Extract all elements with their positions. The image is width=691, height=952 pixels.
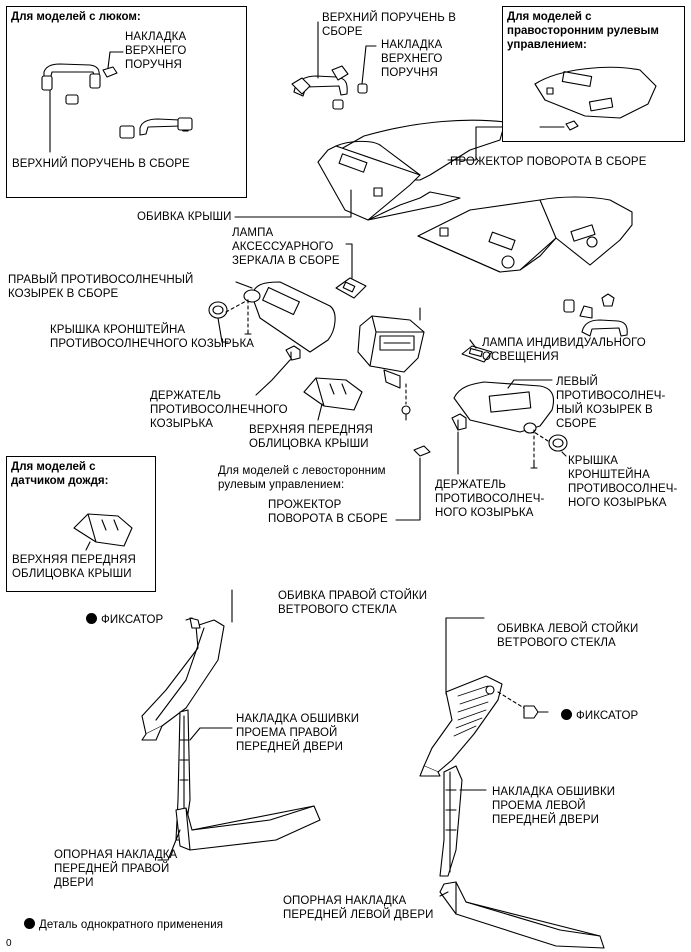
headliner-illustration bbox=[317, 119, 633, 273]
label-top-grip-cover: НАКЛАДКА ВЕРХНЕГО ПОРУЧНЯ bbox=[381, 39, 443, 79]
label-visor-holder-l: ДЕРЖАТЕЛЬ ПРОТИВОСОЛНЕЧ- НОГО КОЗЫРЬКА bbox=[435, 479, 545, 519]
visor-holder-l-illustration bbox=[451, 413, 467, 431]
vanity-lamp-illustration bbox=[335, 277, 367, 299]
label-clip-l-text: ФИКСАТОР bbox=[576, 710, 639, 722]
single-use-dot-icon bbox=[561, 709, 572, 720]
left-grip-illustration bbox=[563, 293, 628, 337]
right-visor-illustration bbox=[243, 281, 336, 353]
single-use-dot-icon bbox=[24, 918, 35, 929]
visor-bracket-cover-illustration bbox=[208, 299, 249, 319]
left-visor-illustration bbox=[453, 381, 555, 469]
top-grip-illustration bbox=[291, 65, 368, 110]
personal-lamp-assembly-illustration bbox=[357, 315, 425, 421]
label-left-scuff: ОПОРНАЯ НАКЛАДКА ПЕРЕДНЕЙ ЛЕВОЙ ДВЕРИ bbox=[283, 895, 434, 921]
label-clip-r: ФИКСАТОР bbox=[86, 613, 163, 627]
label-vanity-lamp: ЛАМПА АКСЕССУАРНОГО ЗЕРКАЛА В СБОРЕ bbox=[232, 227, 340, 267]
personal-lamp-illustration bbox=[461, 345, 493, 363]
left-pillar-illustration bbox=[419, 675, 503, 777]
label-visor-holder-r: ДЕРЖАТЕЛЬ ПРОТИВОСОЛНЕЧНОГО КОЗЫРЬКА bbox=[150, 390, 288, 430]
label-left-door-trim: НАКЛАДКА ОБШИВКИ ПРОЕМА ЛЕВОЙ ПЕРЕДНЕЙ Д… bbox=[492, 786, 616, 826]
rhd-models-box: Для моделей с правосторонним рулевым упр… bbox=[502, 6, 685, 142]
label-spot-lamp-lhd: ПРОЖЕКТОР ПОВОРОТА В СБОРЕ bbox=[268, 499, 388, 525]
label-sunroof-grip: ВЕРХНИЙ ПОРУЧЕНЬ В СБОРЕ bbox=[12, 158, 190, 170]
single-use-dot-icon bbox=[86, 613, 97, 624]
label-visor-cover-l: КРЫШКА КРОНШТЕЙНА ПРОТИВОСОЛНЕЧ- НОГО КО… bbox=[568, 455, 678, 509]
label-personal-lamp: ЛАМПА ИНДИВИДУАЛЬНОГО ОСВЕЩЕНИЯ bbox=[482, 337, 646, 363]
label-top-grip: ВЕРХНИЙ ПОРУЧЕНЬ В СБОРЕ bbox=[322, 12, 456, 38]
label-clip-l: ФИКСАТОР bbox=[561, 709, 638, 723]
label-rain-trim: ВЕРХНЯЯ ПЕРЕДНЯЯ ОБЛИЦОВКА КРЫШИ bbox=[12, 554, 136, 580]
label-right-pillar: ОБИВКА ПРАВОЙ СТОЙКИ ВЕТРОВОГО СТЕКЛА bbox=[278, 590, 428, 616]
spot-lamp-lhd-illustration bbox=[413, 445, 431, 457]
label-right-scuff: ОПОРНАЯ НАКЛАДКА ПЕРЕДНЕЙ ПРАВОЙ ДВЕРИ bbox=[54, 849, 178, 889]
rain-box-title: Для моделей с датчиком дождя: bbox=[11, 461, 109, 487]
label-left-pillar: ОБИВКА ЛЕВОЙ СТОЙКИ ВЕТРОВОГО СТЕКЛА bbox=[497, 623, 639, 649]
right-scuff-plate-illustration bbox=[175, 805, 321, 851]
label-clip-r-text: ФИКСАТОР bbox=[101, 614, 164, 626]
label-lhd-note: Для моделей с левосторонним рулевым упра… bbox=[218, 465, 386, 491]
front-roof-trim-illustration bbox=[303, 377, 363, 411]
label-left-visor: ЛЕВЫЙ ПРОТИВОСОЛНЕЧ- НЫЙ КОЗЫРЕК В СБОРЕ bbox=[556, 376, 666, 430]
page-code: 0 bbox=[6, 938, 12, 949]
legend-single-use: Деталь однократного применения bbox=[24, 918, 223, 932]
visor-holder-r-illustration bbox=[285, 345, 301, 361]
label-right-visor: ПРАВЫЙ ПРОТИВОСОЛНЕЧНЫЙ КОЗЫРЕК В СБОРЕ bbox=[8, 274, 194, 300]
left-door-trim-illustration bbox=[439, 765, 463, 877]
label-right-door-trim: НАКЛАДКА ОБШИВКИ ПРОЕМА ПРАВОЙ ПЕРЕДНЕЙ … bbox=[236, 713, 360, 753]
left-scuff-plate-illustration bbox=[439, 881, 605, 949]
right-pillar-illustration bbox=[141, 617, 225, 741]
left-visor-cover-illustration bbox=[533, 431, 568, 452]
sunroof-box-title: Для моделей с люком: bbox=[11, 11, 141, 23]
label-visor-cover-r: КРЫШКА КРОНШТЕЙНА ПРОТИВОСОЛНЕЧНОГО КОЗЫ… bbox=[50, 324, 255, 350]
rhd-box-title: Для моделей с правосторонним рулевым упр… bbox=[507, 11, 659, 51]
legend-text: Деталь однократного применения bbox=[39, 919, 224, 931]
left-clip-illustration bbox=[523, 705, 549, 719]
label-spot-lamp-rhd: ПРОЖЕКТОР ПОВОРОТА В СБОРЕ bbox=[450, 156, 647, 168]
label-sunroof-grip-cover: НАКЛАДКА ВЕРХНЕГО ПОРУЧНЯ bbox=[125, 31, 187, 71]
label-front-roof-trim: ВЕРХНЯЯ ПЕРЕДНЯЯ ОБЛИЦОВКА КРЫШИ bbox=[249, 424, 373, 450]
sunroof-models-box: Для моделей с люком: bbox=[6, 6, 247, 198]
label-headliner: ОБИВКА КРЫШИ bbox=[137, 211, 232, 223]
